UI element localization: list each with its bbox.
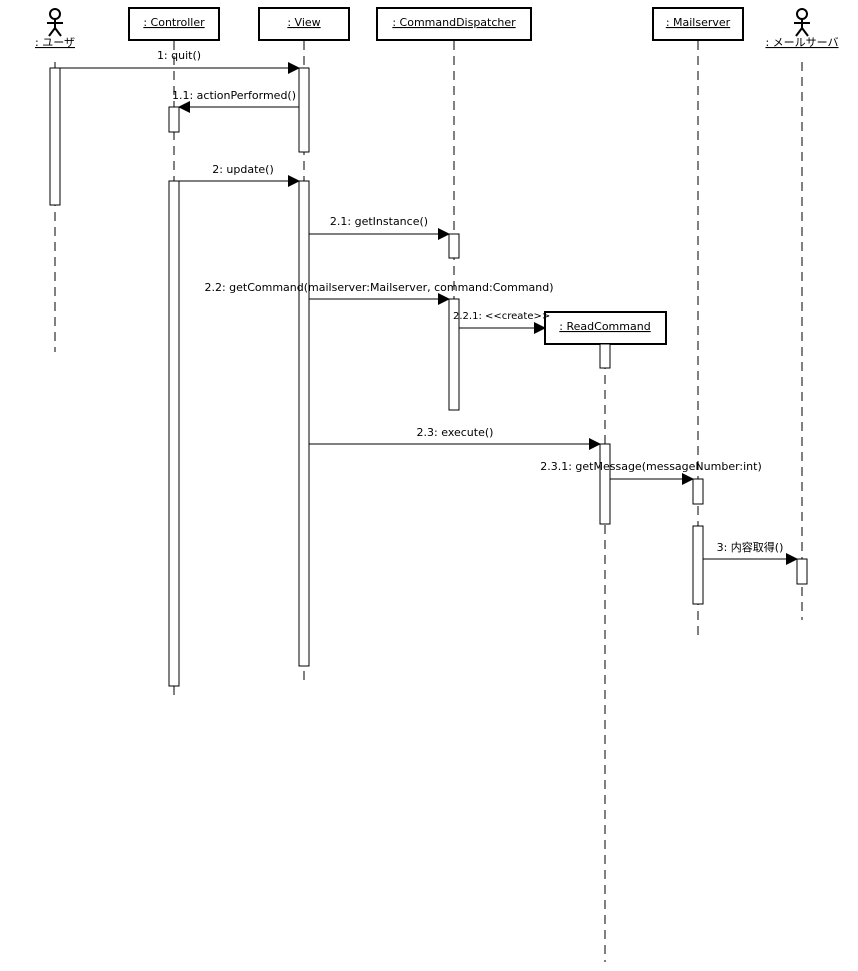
actor-mailsrv-label: : メールサーバ xyxy=(765,36,838,49)
message-label-2-1: 2.1: getInstance() xyxy=(330,215,428,228)
activation-readcommand-1 xyxy=(599,343,611,369)
actor-user-label: : ユーザ xyxy=(35,36,75,49)
message-label-3: 3: 内容取得() xyxy=(717,540,784,554)
activation-controller-2 xyxy=(168,180,180,687)
activation-mailserver-2 xyxy=(692,525,704,605)
object-view-label: : View xyxy=(287,16,320,29)
activation-mailsrv xyxy=(796,558,808,585)
activation-dispatcher-2 xyxy=(448,298,460,411)
object-mailserver-label: : Mailserver xyxy=(666,16,731,29)
activation-view-2 xyxy=(298,180,310,667)
stick-figure-icon xyxy=(47,8,63,37)
object-view: : View xyxy=(258,7,350,41)
object-mailserver: : Mailserver xyxy=(652,7,744,41)
message-label-2: 2: update() xyxy=(212,163,274,176)
actor-mailsrv: : メールサーバ xyxy=(765,8,839,49)
message-label-1-1: 1.1: actionPerformed() xyxy=(172,89,296,102)
message-label-1: 1: quit() xyxy=(157,49,201,62)
actor-user: : ユーザ xyxy=(35,8,75,49)
message-label-2-2: 2.2: getCommand(mailserver:Mailserver, c… xyxy=(204,281,553,294)
activation-mailserver-1 xyxy=(692,478,704,505)
object-controller-label: : Controller xyxy=(143,16,205,29)
object-readcommand: : ReadCommand xyxy=(544,311,667,345)
object-dispatcher-label: : CommandDispatcher xyxy=(392,16,516,29)
message-label-2-2-1: 2.2.1: <<create>> xyxy=(453,311,550,322)
stick-figure-icon xyxy=(794,8,810,37)
message-label-2-3: 2.3: execute() xyxy=(417,426,494,439)
activation-dispatcher-1 xyxy=(448,233,460,259)
activation-readcommand-2 xyxy=(599,443,611,525)
message-label-2-3-1: 2.3.1: getMessage(messageNumber:int) xyxy=(540,460,762,473)
activation-controller-1 xyxy=(168,106,180,133)
object-controller: : Controller xyxy=(128,7,220,41)
object-dispatcher: : CommandDispatcher xyxy=(376,7,532,41)
activation-user xyxy=(49,67,61,206)
object-readcommand-label: : ReadCommand xyxy=(559,320,650,333)
activation-view-1 xyxy=(298,67,310,153)
